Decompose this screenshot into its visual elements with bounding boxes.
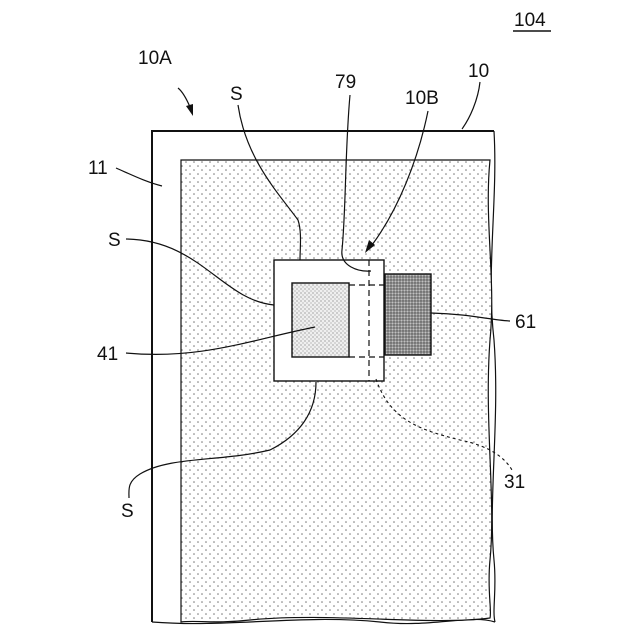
label-11: 11 [88, 158, 108, 179]
figure-number-text: 104 [514, 10, 546, 31]
label-10A: 10A [138, 48, 172, 69]
label-10: 10 [468, 61, 489, 82]
label-79: 79 [335, 72, 356, 93]
label-S-left: S [108, 230, 121, 251]
label-31: 31 [504, 472, 525, 493]
dotted-region-11 [181, 160, 492, 622]
label-10B: 10B [405, 88, 439, 109]
label-S-bottom: S [121, 501, 134, 522]
label-41: 41 [97, 344, 118, 365]
chip-41 [292, 283, 349, 357]
leader-11 [116, 168, 162, 186]
substrate-10-break-line [491, 131, 496, 622]
label-61: 61 [515, 312, 536, 333]
figure-number: 104 [513, 10, 551, 31]
leader-10A-arrow [178, 88, 190, 107]
label-S-top: S [230, 84, 243, 105]
component-61 [385, 274, 431, 355]
leader-10A-arrowhead [186, 104, 193, 116]
leader-10 [462, 82, 480, 129]
